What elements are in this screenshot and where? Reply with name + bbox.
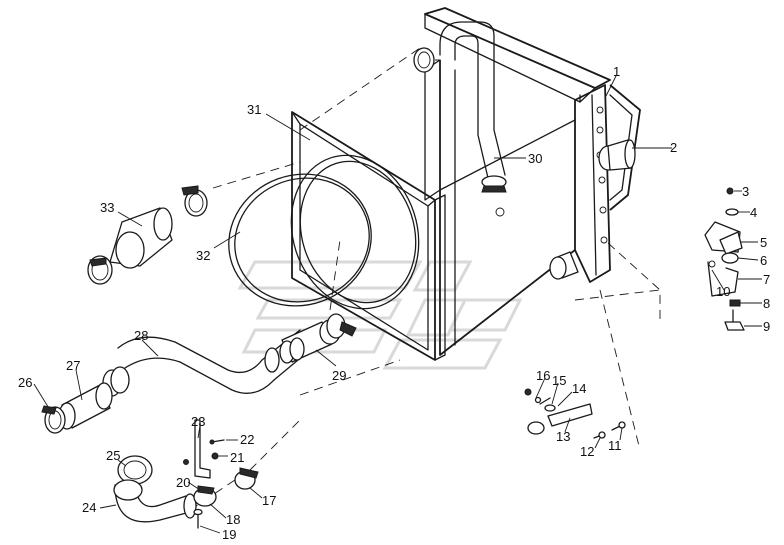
callout-9: 9 (763, 319, 770, 334)
callout-19: 19 (222, 527, 236, 542)
upper-hose-assembly (87, 185, 208, 285)
callout-7: 7 (763, 272, 770, 287)
callout-16: 16 (536, 368, 550, 383)
callout-12: 12 (580, 444, 594, 459)
callout-11: 11 (608, 438, 622, 453)
mount-hardware-right (524, 187, 745, 439)
callout-33: 33 (100, 200, 114, 215)
callout-13: 13 (556, 429, 570, 444)
callout-3: 3 (742, 184, 749, 199)
callout-27: 27 (66, 358, 80, 373)
callout-18: 18 (226, 512, 240, 527)
callout-26: 26 (18, 375, 32, 390)
callout-15: 15 (552, 373, 566, 388)
callout-30: 30 (528, 151, 542, 166)
upper-water-pipe (439, 21, 507, 193)
radiator-assembly (413, 7, 611, 356)
callout-6: 6 (760, 253, 767, 268)
callout-14: 14 (572, 381, 586, 396)
callout-20: 20 (176, 475, 190, 490)
callout-17: 17 (262, 493, 276, 508)
leader-lines (33, 75, 762, 534)
callout-1: 1 (613, 64, 620, 79)
side-bracket (598, 84, 641, 211)
lower-elbow-assembly (113, 419, 259, 529)
callout-28: 28 (134, 328, 148, 343)
fan-ring (228, 173, 372, 307)
fan-shroud (290, 111, 446, 361)
callout-32: 32 (196, 248, 210, 263)
callout-29: 29 (332, 368, 346, 383)
callout-5: 5 (760, 235, 767, 250)
callout-labels: 1 2 3 4 5 6 7 8 9 10 11 12 13 14 15 16 1… (18, 64, 770, 542)
callout-2: 2 (670, 140, 677, 155)
callout-4: 4 (750, 205, 757, 220)
callout-21: 21 (230, 450, 244, 465)
callout-8: 8 (763, 296, 770, 311)
callout-24: 24 (82, 500, 96, 515)
callout-25: 25 (106, 448, 120, 463)
lower-hose-assembly (41, 313, 357, 434)
callout-10: 10 (716, 284, 730, 299)
callout-31: 31 (247, 102, 261, 117)
callout-22: 22 (240, 432, 254, 447)
callout-23: 23 (191, 414, 205, 429)
